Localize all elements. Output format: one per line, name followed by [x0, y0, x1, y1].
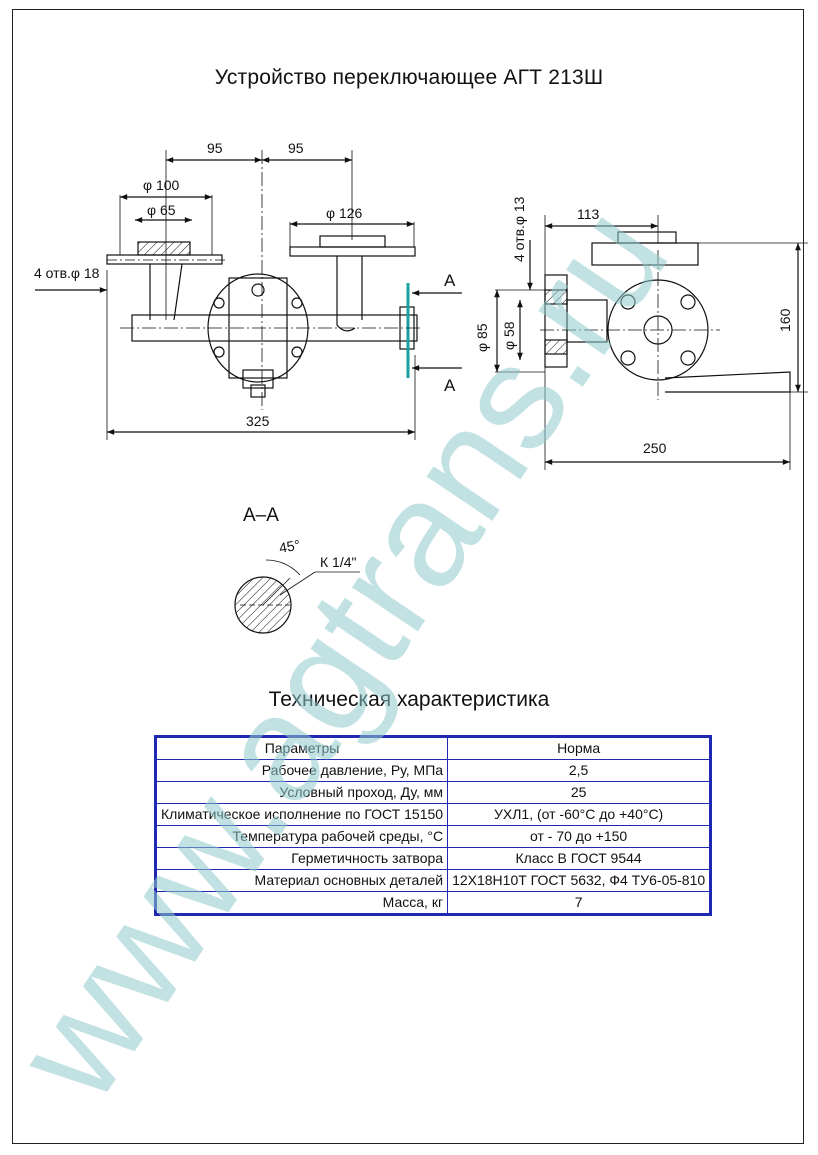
table-row: Материал основных деталей 12Х18Н10Т ГОСТ…: [154, 869, 712, 892]
side-pipe: [566, 299, 608, 343]
dim-160: 160: [777, 308, 793, 332]
dim-d126: φ 126: [326, 205, 363, 221]
dim-d65: φ 65: [147, 202, 176, 218]
table-row: Температура рабочей среды, °С от - 70 до…: [154, 825, 712, 848]
dim-325: 325: [246, 413, 270, 429]
section-label: А–А: [243, 505, 279, 526]
side-top-flange: [591, 242, 699, 266]
dim-holes-left: 4 отв.φ 18: [34, 265, 100, 281]
spec-table: Параметры Норма Рабочее давление, Ру, МП…: [154, 735, 713, 916]
table-header-row: Параметры Норма: [154, 736, 712, 760]
header-param: Параметры: [154, 736, 449, 760]
header-value: Норма: [447, 736, 712, 760]
right-flange: [289, 246, 416, 257]
page-title: Устройство переключающее АГТ 213Ш: [214, 66, 604, 89]
left-flange: [106, 254, 223, 265]
table-row: Условный проход, Ду, мм 25: [154, 781, 712, 804]
value-cell: УХЛ1, (от -60°С до +40°С): [447, 803, 712, 826]
value-cell: 25: [447, 781, 712, 804]
handle: [664, 371, 791, 393]
param-cell: Масса, кг: [154, 891, 449, 915]
table-row: Масса, кг 7: [154, 891, 712, 915]
param-cell: Рабочее давление, Ру, МПа: [154, 759, 449, 782]
section-mark-top: А: [444, 271, 456, 290]
table-row: Рабочее давление, Ру, МПа 2,5: [154, 759, 712, 782]
sheet-frame: [12, 9, 804, 1144]
spec-title: Техническая характеристика: [268, 688, 550, 711]
table-row: Климатическое исполнение по ГОСТ 15150 У…: [154, 803, 712, 826]
value-cell: 2,5: [447, 759, 712, 782]
param-cell: Температура рабочей среды, °С: [154, 825, 449, 848]
dim-d100: φ 100: [143, 177, 180, 193]
section-mark-bottom: А: [444, 376, 456, 395]
param-cell: Климатическое исполнение по ГОСТ 15150: [154, 803, 449, 826]
front-view: [35, 150, 462, 440]
side-view: [494, 215, 808, 470]
dim-95-left: 95: [207, 140, 223, 156]
left-inlet-pipe: [149, 263, 183, 321]
right-flange-top: [319, 235, 386, 248]
dim-95-right: 95: [288, 140, 304, 156]
param-cell: Материал основных деталей: [154, 869, 449, 892]
dim-45deg: 45°: [278, 537, 302, 556]
section-view: [234, 559, 360, 634]
value-cell: от - 70 до +150: [447, 825, 712, 848]
dim-113: 113: [577, 206, 600, 222]
table-row: Герметичность затвора Класс В ГОСТ 9544: [154, 847, 712, 870]
value-cell: 12Х18Н10Т ГОСТ 5632, Ф4 ТУ6-05-810: [447, 869, 712, 892]
value-cell: 7: [447, 891, 712, 915]
dim-d85: φ 85: [474, 323, 490, 352]
right-outlet-pipe: [336, 256, 363, 332]
value-cell: Класс В ГОСТ 9544: [447, 847, 712, 870]
dim-holes-side: 4 отв.φ 13: [511, 196, 527, 262]
valve-bolt-top: [251, 283, 265, 297]
thread-label: К 1/4": [320, 554, 357, 570]
param-cell: Условный проход, Ду, мм: [154, 781, 449, 804]
dim-d58: φ 58: [501, 321, 517, 350]
param-cell: Герметичность затвора: [154, 847, 449, 870]
dim-250: 250: [643, 440, 667, 456]
valve-stem-base: [242, 369, 274, 389]
left-flange-hatch: [137, 241, 191, 256]
